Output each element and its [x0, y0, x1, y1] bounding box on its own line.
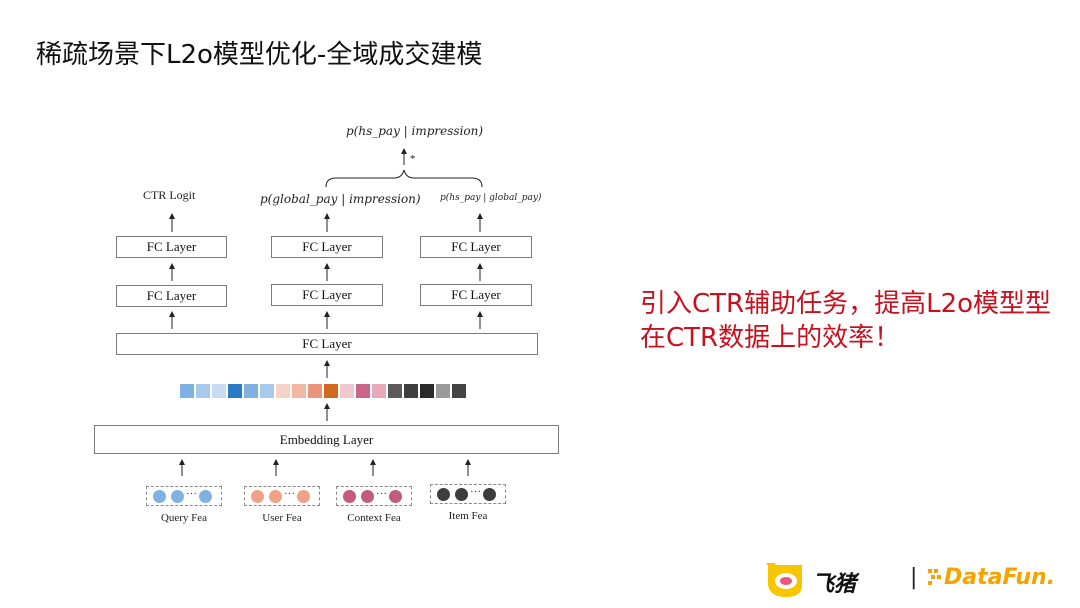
embedding-cell [292, 384, 306, 398]
query-ellipsis: ··· [186, 488, 197, 500]
global-pay-label: p(global_pay | impression) [260, 192, 421, 206]
embedding-layer: Embedding Layer [94, 425, 559, 454]
feature-label-item: Item Fea [448, 510, 488, 522]
embedding-cell [372, 384, 386, 398]
item-nodes: ··· [430, 484, 506, 504]
context-node [343, 490, 356, 503]
ctr-logit-label: CTR Logit [143, 188, 196, 202]
item-node [483, 488, 496, 501]
hs-given-global-label: p(hs_pay | global_pay) [440, 193, 542, 203]
embedding-cell [228, 384, 242, 398]
feizhu-logo [762, 559, 808, 603]
embedding-cell [260, 384, 274, 398]
embedding-cell [324, 384, 338, 398]
context-node [389, 490, 402, 503]
user-nodes: ··· [244, 486, 320, 506]
user-node [297, 490, 310, 503]
fc-layer-hs-lower: FC Layer [420, 284, 532, 306]
datafun-brand-text: DataFun. [944, 565, 1056, 590]
embedding-cell [452, 384, 466, 398]
embedding-cell [388, 384, 402, 398]
fc-layer-shared: FC Layer [116, 333, 538, 355]
embedding-cell [180, 384, 194, 398]
query-nodes: ··· [146, 486, 222, 506]
feizhu-mascot-icon [766, 563, 802, 597]
footer-separator: | [910, 565, 918, 590]
embedding-cell [308, 384, 322, 398]
context-ellipsis: ··· [376, 488, 387, 500]
user-ellipsis: ··· [284, 488, 295, 500]
context-nodes: ··· [336, 486, 412, 506]
user-node [251, 490, 264, 503]
embedding-cell [276, 384, 290, 398]
fc-layer-ctr-lower: FC Layer [116, 285, 227, 307]
embedding-cell [436, 384, 450, 398]
feature-label-context: Context Fea [347, 512, 401, 524]
user-node [269, 490, 282, 503]
embedding-cell [404, 384, 418, 398]
fc-layer-global-upper: FC Layer [271, 236, 383, 258]
query-node [171, 490, 184, 503]
query-node [153, 490, 166, 503]
item-node [455, 488, 468, 501]
embedding-cell [356, 384, 370, 398]
item-node [437, 488, 450, 501]
context-node [361, 490, 374, 503]
fc-layer-hs-upper: FC Layer [420, 236, 532, 258]
embedding-cell [244, 384, 258, 398]
feizhu-brand-text: 飞猪 [812, 572, 857, 597]
embedding-cell [340, 384, 354, 398]
slide-title: 稀疏场景下L2o模型优化-全域成交建模 [36, 40, 483, 70]
query-node [199, 490, 212, 503]
embedding-cell [420, 384, 434, 398]
fc-layer-global-lower: FC Layer [271, 284, 383, 306]
datafun-mark-icon [928, 569, 941, 585]
feature-label-query: Query Fea [160, 512, 208, 524]
feature-label-user: User Fea [262, 512, 302, 524]
embedding-cell [196, 384, 210, 398]
callout-text: 引入CTR辅助任务，提高L2o模型型在CTR数据上的效率！ [640, 289, 1052, 353]
product-star: * [410, 153, 416, 165]
item-ellipsis: ··· [470, 486, 481, 498]
embedding-cell [212, 384, 226, 398]
fc-layer-ctr-upper: FC Layer [116, 236, 227, 258]
top-formula: p(hs_pay | impression) [346, 124, 484, 138]
